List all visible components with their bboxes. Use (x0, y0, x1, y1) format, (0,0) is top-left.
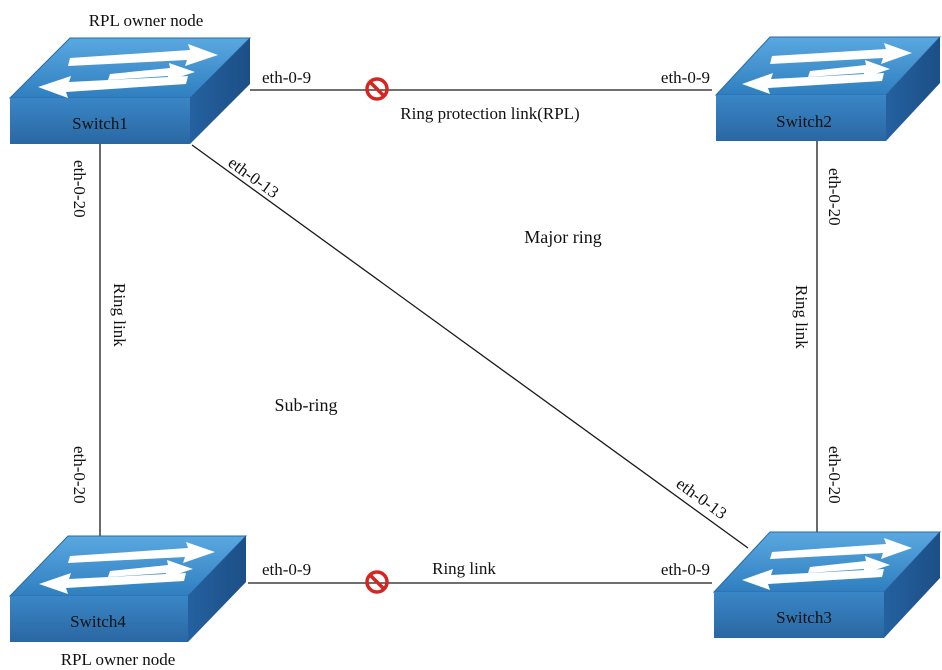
port-label-switch3-right: eth-0-20 (825, 446, 844, 504)
left-link-label: Ring link (110, 283, 129, 347)
network-switch-icon (8, 535, 248, 642)
switch3: Switch3 (712, 531, 942, 638)
rpl-owner-label: RPL owner node (61, 650, 176, 669)
switch4: Switch4 (8, 535, 248, 642)
network-switch-icon (714, 36, 942, 141)
right-link-label: Ring link (792, 285, 811, 349)
bottom-link-label: Ring link (432, 559, 496, 578)
switch-name: Switch3 (776, 608, 832, 627)
network-switch-icon (712, 531, 942, 638)
rpl-link-label: Ring protection link(RPL) (400, 104, 579, 123)
major-ring-label: Major ring (524, 227, 601, 247)
port-label-switch1-top: eth-0-9 (262, 68, 311, 87)
rpl-owner-label: RPL owner node (89, 11, 204, 30)
switch-name: Switch2 (776, 112, 832, 131)
switch1: Switch1 (8, 37, 252, 144)
blocked-port-icon (365, 77, 389, 101)
blocked-port-icon (365, 570, 389, 594)
network-switch-icon (8, 37, 252, 144)
port-label-switch1-diagonal: eth-0-13 (225, 153, 283, 202)
port-label-switch3-bottom: eth-0-9 (661, 560, 710, 579)
switch-name: Switch4 (70, 612, 126, 631)
port-label-switch3-diagonal: eth-0-13 (673, 474, 731, 523)
port-label-switch2-top: eth-0-9 (661, 68, 710, 87)
sub-ring-label: Sub-ring (275, 395, 338, 415)
port-label-switch2-right: eth-0-20 (825, 168, 844, 226)
port-label-switch4-bottom: eth-0-9 (262, 560, 311, 579)
switch2: Switch2 (714, 36, 942, 141)
port-label-switch1-left: eth-0-20 (70, 160, 89, 218)
switch-name: Switch1 (72, 114, 128, 133)
link-switch1-switch3 (191, 144, 749, 549)
port-label-switch4-left: eth-0-20 (70, 446, 89, 504)
